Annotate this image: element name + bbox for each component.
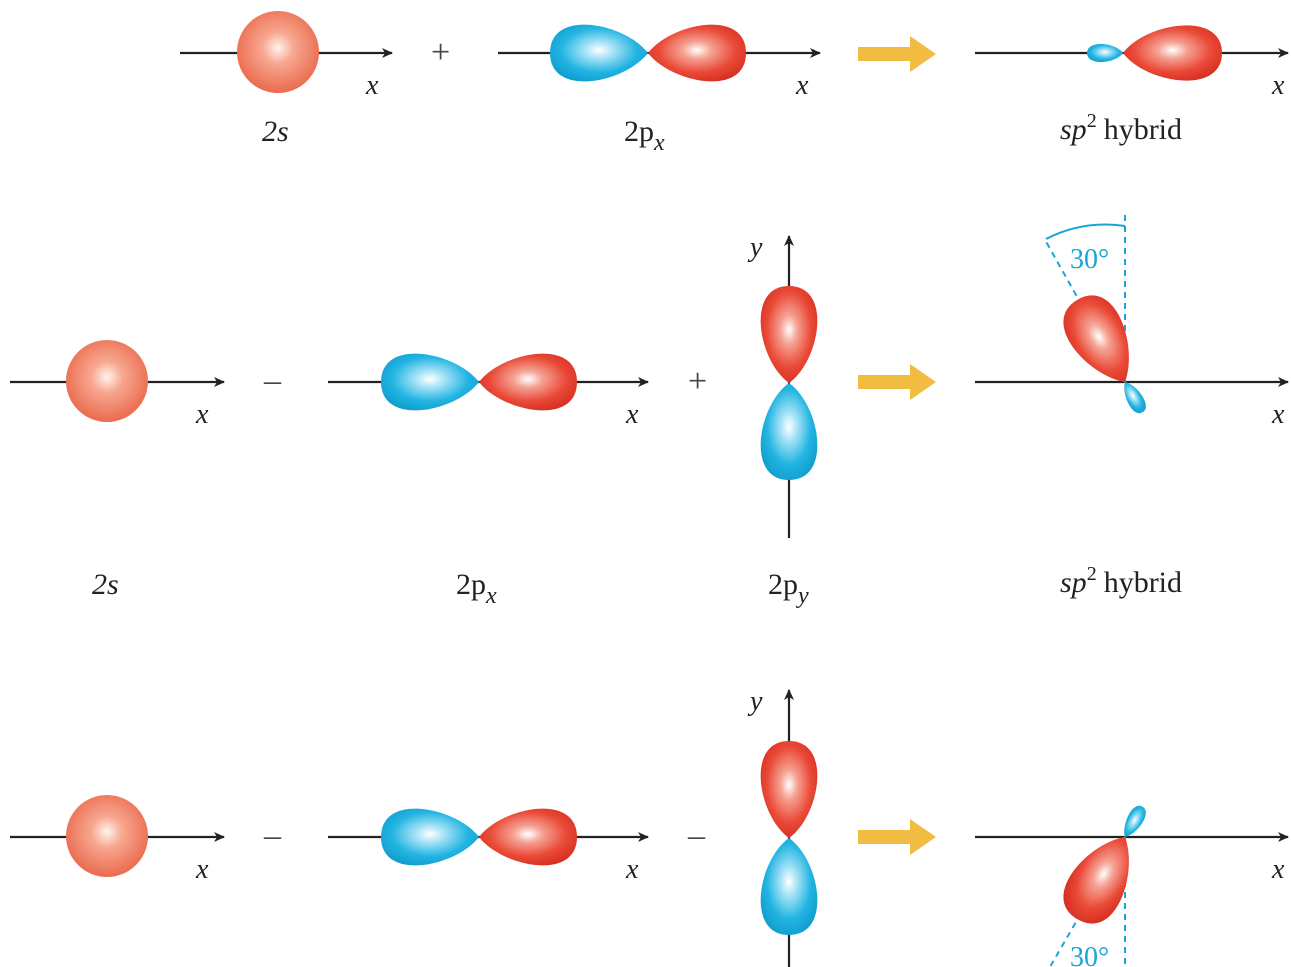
y-axis-label: y: [747, 232, 763, 263]
px-orbital-positive-lobe: [479, 808, 577, 866]
px-orbital-negative-lobe: [381, 808, 479, 866]
px-orbital-positive-lobe: [479, 353, 577, 411]
x-axis-label: x: [195, 399, 209, 430]
hybrid-positive-lobe: [1063, 295, 1129, 382]
result-arrow: [858, 819, 936, 855]
label-2px: 2px: [456, 568, 497, 609]
minus-operator: –: [263, 817, 282, 854]
x-axis-label: x: [1271, 399, 1285, 430]
x-axis-label: x: [795, 70, 809, 101]
x-axis-label: x: [1271, 70, 1285, 101]
row-3: x – x – y 30° x: [10, 686, 1289, 967]
result-arrow: [858, 364, 936, 400]
hybrid-negative-lobe: [1124, 805, 1146, 837]
x-axis-label: x: [625, 399, 639, 430]
x-axis-label: x: [195, 854, 209, 885]
px-orbital-negative-lobe: [381, 353, 479, 411]
x-axis-label: x: [625, 854, 639, 885]
hybrid-negative-lobe: [1087, 43, 1123, 63]
x-axis-label: x: [1271, 854, 1285, 885]
label-2s: 2s: [262, 115, 289, 148]
label-2py: 2py: [768, 568, 809, 609]
hybrid-positive-lobe: [1063, 837, 1129, 924]
angle-arc: [1045, 223, 1126, 240]
hybrid-positive-lobe: [1123, 25, 1222, 81]
angle-label: 30°: [1070, 244, 1109, 275]
py-orbital-positive-lobe: [760, 286, 818, 383]
x-axis-label: x: [365, 70, 379, 101]
label-2s: 2s: [92, 568, 119, 601]
hybrid-negative-lobe: [1124, 382, 1146, 414]
minus-operator: –: [687, 817, 706, 854]
label-2px: 2px: [624, 115, 665, 156]
result-arrow: [858, 36, 936, 72]
py-orbital-positive-lobe: [760, 741, 818, 838]
s-orbital: [66, 795, 148, 877]
plus-operator: +: [431, 34, 450, 71]
angle-label: 30°: [1070, 942, 1109, 967]
y-axis-label: y: [747, 686, 763, 717]
s-orbital: [66, 340, 148, 422]
px-orbital-positive-lobe: [648, 24, 746, 82]
s-orbital: [237, 11, 319, 93]
minus-operator: –: [263, 362, 282, 399]
py-orbital-negative-lobe: [760, 838, 818, 935]
py-orbital-negative-lobe: [760, 383, 818, 480]
plus-operator: +: [688, 363, 707, 400]
px-orbital-negative-lobe: [550, 24, 648, 82]
